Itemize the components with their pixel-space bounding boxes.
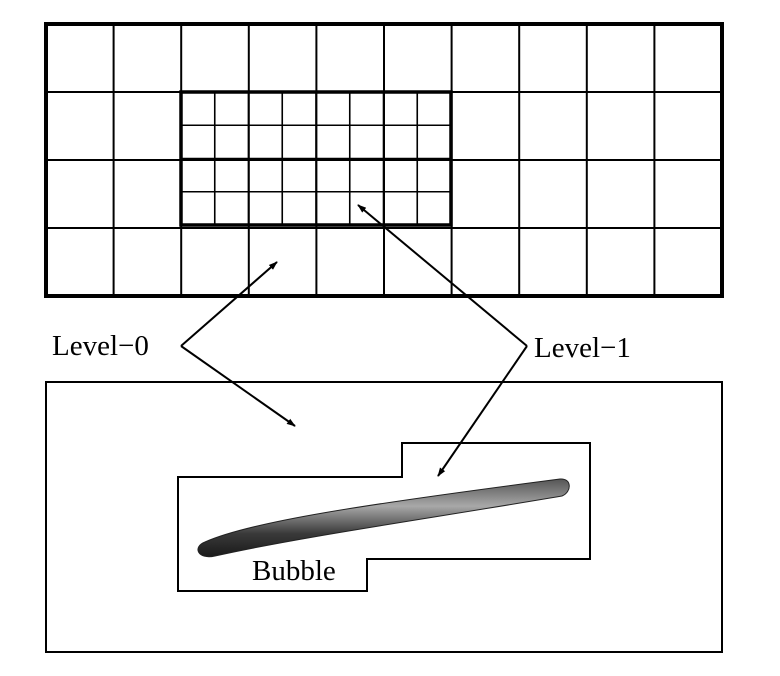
level-1-arrow-down: [437, 345, 528, 477]
level-1-arrow-up: [357, 204, 528, 347]
bubble-label: Bubble: [252, 555, 336, 587]
level-1-grid-border: [179, 90, 453, 227]
level-1-arrows: [357, 204, 528, 477]
level-1-refined-grid: [179, 90, 453, 227]
level-0-arrow-down: [180, 345, 296, 427]
bubble-shape: [197, 478, 570, 558]
level-0-arrow-up: [180, 261, 278, 347]
level-0-grid-border: [44, 22, 724, 298]
level-0-arrows: [180, 261, 296, 427]
level-1-region-outline: [177, 442, 591, 592]
level-0-label: Level−0: [52, 330, 149, 362]
level-1-label: Level−1: [534, 332, 631, 364]
level-0-domain-box: [45, 381, 723, 653]
